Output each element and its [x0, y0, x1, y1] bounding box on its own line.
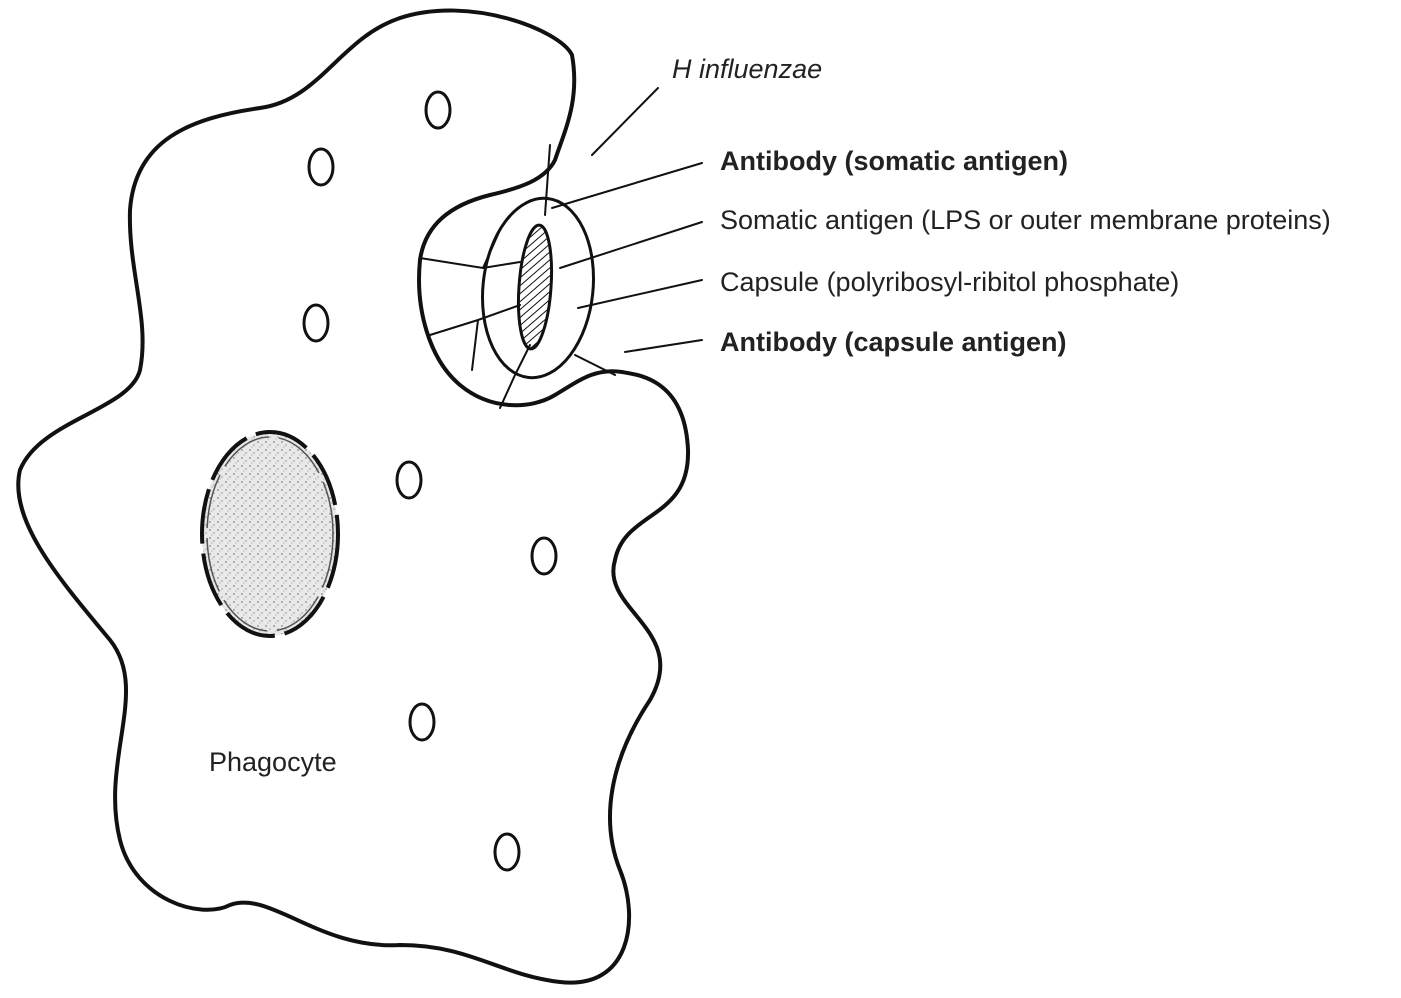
antibody-links [420, 145, 615, 408]
nucleus [202, 432, 338, 636]
granule [410, 704, 434, 740]
label-h-influenzae: H influenzae [672, 54, 822, 84]
granule [495, 834, 519, 870]
label-somatic-antigen: Somatic antigen (LPS or outer membrane p… [720, 205, 1331, 235]
granule [397, 462, 421, 498]
label-phagocyte: Phagocyte [209, 747, 337, 777]
label-capsule: Capsule (polyribosyl-ribitol phosphate) [720, 267, 1179, 297]
bacterium-body [515, 224, 556, 350]
leader-lines [552, 88, 702, 352]
label-antibody-somatic: Antibody (somatic antigen) [720, 146, 1068, 176]
granule [426, 92, 450, 128]
granule [304, 305, 328, 341]
phagocyte-membrane [18, 11, 688, 983]
granule [309, 149, 333, 185]
label-antibody-capsule: Antibody (capsule antigen) [720, 327, 1067, 357]
granule [532, 538, 556, 574]
